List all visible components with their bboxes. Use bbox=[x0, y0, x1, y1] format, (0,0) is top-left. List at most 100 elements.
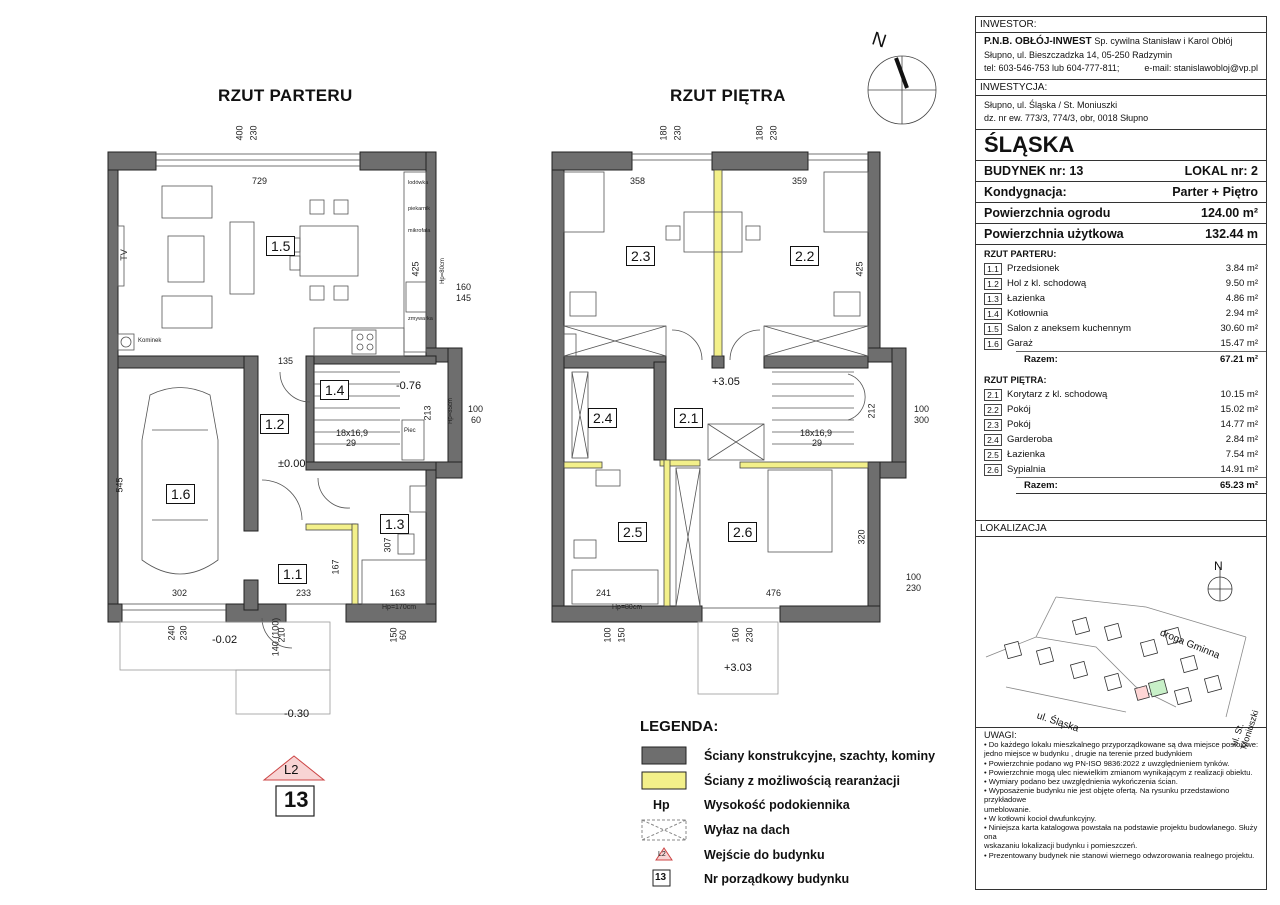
location-map bbox=[985, 567, 1247, 718]
usable-area-value: 132.44 m bbox=[1205, 227, 1258, 241]
dimension: 60 bbox=[471, 415, 482, 425]
area-room-number: 1.1 bbox=[984, 262, 1002, 275]
area-room-value: 3.84 m² bbox=[1225, 263, 1258, 274]
stairs-label: 18x16,9 bbox=[800, 428, 833, 438]
dimension: 212 bbox=[866, 403, 877, 419]
area-room-name: Sypialnia bbox=[1007, 464, 1046, 475]
map-north-label: N bbox=[1214, 559, 1223, 573]
dimension: 100 bbox=[906, 572, 922, 582]
ground-furniture bbox=[117, 171, 427, 649]
dimension: 180 bbox=[658, 125, 669, 141]
dimension: 230 bbox=[744, 627, 755, 643]
legend-symbol: Hp bbox=[653, 798, 670, 812]
room-tag: 1.3 bbox=[380, 514, 410, 534]
dimension: 302 bbox=[172, 588, 188, 598]
note-line: • Powierzchnie mogą ulec niewielkim zmia… bbox=[984, 767, 1253, 777]
note-line: • W kotłowni kocioł dwufunkcyjny. bbox=[984, 813, 1097, 823]
upper-rearrange-walls bbox=[563, 169, 869, 607]
area-room-value: 2.94 m² bbox=[1225, 308, 1258, 319]
tv-label: TV bbox=[118, 249, 129, 261]
area-room-value: 14.77 m² bbox=[1220, 419, 1259, 430]
investment-heading: INWESTYCJA: bbox=[976, 80, 1266, 96]
floors-value: Parter + Piętro bbox=[1172, 185, 1258, 199]
dimension: 320 bbox=[856, 529, 867, 545]
room-tag: 2.1 bbox=[674, 408, 704, 428]
level-mark: ±0.00 bbox=[278, 458, 306, 470]
ground-windows bbox=[122, 153, 360, 611]
upper-furniture bbox=[563, 171, 869, 607]
area-room-number: 1.6 bbox=[984, 337, 1002, 350]
area-row: 2.1 Korytarz z kl. schodową 10.15 m² bbox=[976, 387, 1266, 402]
building-number-text: BUDYNEK nr: 13 bbox=[984, 164, 1084, 178]
stairs-count: 29 bbox=[812, 438, 823, 448]
area-room-value: 7.54 m² bbox=[1225, 449, 1258, 460]
stairs-count: 29 bbox=[346, 438, 357, 448]
area-room-number: 2.3 bbox=[984, 418, 1002, 431]
legend-item: Wejście do budynku bbox=[704, 848, 825, 862]
dimension: 213 bbox=[422, 405, 433, 421]
location-heading: LOKALIZACJA bbox=[976, 520, 1266, 537]
level-mark: -0.76 bbox=[396, 380, 422, 392]
sill-height: Hp=85cm bbox=[447, 398, 454, 424]
total-value: 65.23 m² bbox=[1219, 480, 1258, 491]
note-line: • Prezentowany budynek nie stanowi wiern… bbox=[984, 850, 1255, 860]
ground-rearrange-walls bbox=[305, 523, 359, 605]
project-name: ŚLĄSKA bbox=[976, 130, 1266, 161]
entry-badge bbox=[262, 755, 326, 817]
upper-areas-total: Razem: 65.23 m² bbox=[1016, 477, 1266, 494]
dimension: 60 bbox=[398, 629, 409, 641]
dimension: 160 bbox=[456, 282, 472, 292]
investor-heading: INWESTOR: bbox=[976, 17, 1266, 33]
dimension: 150 bbox=[616, 627, 627, 643]
map-plots bbox=[1003, 616, 1223, 706]
investment-address: Słupno, ul. Śląska / St. Moniuszki bbox=[984, 100, 1118, 110]
garden-label: Powierzchnia ogrodu bbox=[984, 206, 1111, 220]
appliance-label: mikrofala bbox=[408, 228, 431, 234]
dimension: 145 bbox=[456, 293, 472, 303]
room-tag: 1.6 bbox=[166, 484, 196, 504]
room-tag: 1.1 bbox=[278, 564, 308, 584]
ground-floor-title: RZUT PARTERU bbox=[218, 86, 353, 105]
area-room-name: Garaż bbox=[1007, 338, 1033, 349]
dimension: 425 bbox=[854, 261, 865, 277]
level-mark: -0.30 bbox=[284, 708, 310, 720]
area-room-value: 10.15 m² bbox=[1220, 389, 1259, 400]
dimension: 230 bbox=[768, 125, 779, 141]
usable-area-row: Powierzchnia użytkowa 132.44 m bbox=[976, 224, 1266, 245]
area-room-number: 2.2 bbox=[984, 403, 1002, 416]
notes-heading: UWAGI: bbox=[984, 730, 1017, 740]
legend-item: Nr porządkowy budynku bbox=[704, 872, 850, 886]
legend-item: Ściany z możliwością rearanżacji bbox=[704, 774, 900, 788]
dimension: 545 bbox=[114, 477, 125, 493]
room-tag: 1.5 bbox=[266, 236, 296, 256]
area-room-name: Salon z aneksem kuchennym bbox=[1007, 323, 1132, 334]
level-mark: +3.05 bbox=[712, 376, 740, 388]
building-row: BUDYNEK nr: 13 LOKAL nr: 2 bbox=[976, 161, 1266, 182]
legend-item: Ściany konstrukcyjne, szachty, kominy bbox=[704, 749, 936, 763]
dimension: 307 bbox=[382, 537, 393, 553]
usable-area-label: Powierzchnia użytkowa bbox=[984, 227, 1124, 241]
note-line: • Niniejsza karta katalogowa powstała na… bbox=[984, 823, 1258, 842]
note-line: • Wyposażenie budynku nie jest objęte of… bbox=[984, 786, 1230, 805]
investor-address: Słupno, ul. Bieszczadzka 14, 05-250 Radz… bbox=[984, 50, 1173, 60]
area-room-number: 2.1 bbox=[984, 388, 1002, 401]
legend-item: Wysokość podokiennika bbox=[704, 798, 850, 812]
area-room-name: Korytarz z kl. schodową bbox=[1007, 389, 1108, 400]
note-line: • Do każdego lokalu mieszkalnego przypor… bbox=[984, 740, 1259, 750]
note-line: • Wymiary podano bez uwzględnienia wykoń… bbox=[984, 777, 1178, 787]
investor-phone: tel: 603-546-753 lub 604-777-811; bbox=[984, 63, 1120, 73]
dimension: 160 bbox=[730, 627, 741, 643]
investor-name: P.N.B. OBŁÓJ-INWEST bbox=[984, 36, 1092, 47]
dimension: 425 bbox=[410, 261, 421, 277]
floors-label: Kondygnacja: bbox=[984, 185, 1067, 199]
investment-plots: dz. nr ew. 773/3, 774/3, obr, 0018 Słupn… bbox=[976, 112, 1266, 130]
total-label: Razem: bbox=[1024, 480, 1058, 491]
level-mark: +3.03 bbox=[724, 662, 752, 674]
